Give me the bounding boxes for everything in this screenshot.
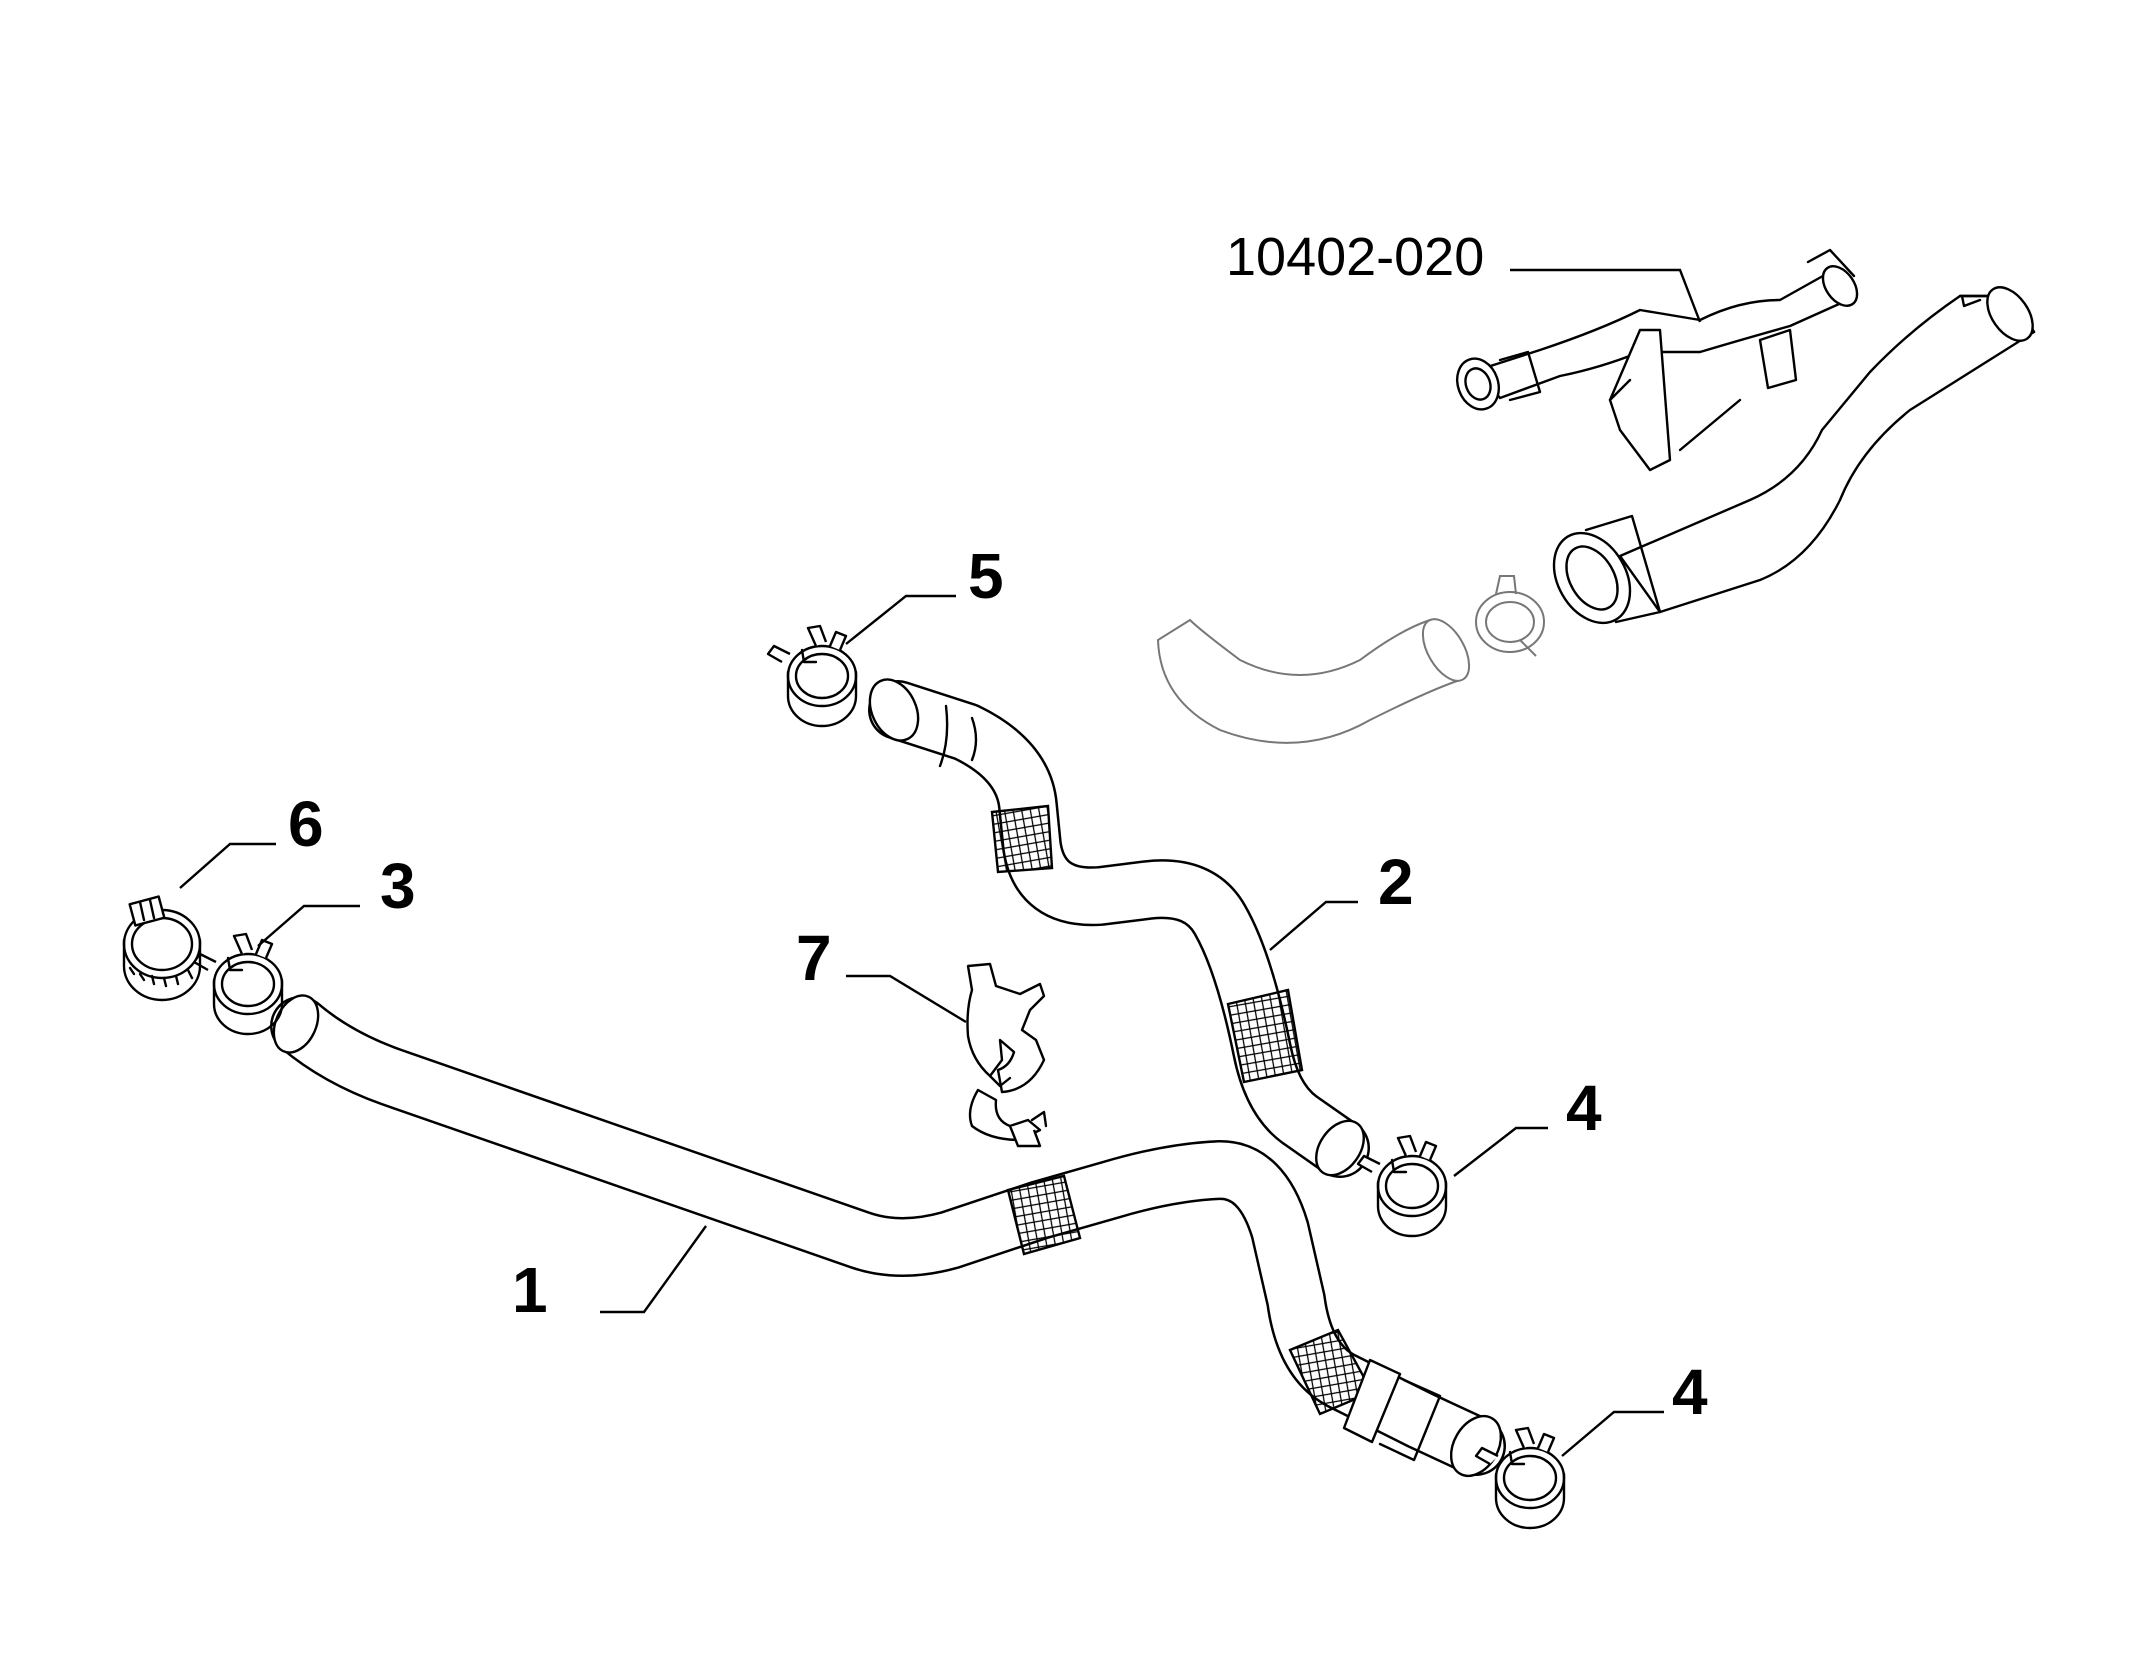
hose-1 [270, 994, 1506, 1478]
callout-4-lower: 4 [1672, 1356, 1708, 1428]
clamp-6 [122, 895, 202, 1002]
callout-7: 7 [796, 922, 832, 994]
callout-6: 6 [288, 788, 324, 860]
leader-5 [845, 594, 956, 645]
clamp-5 [766, 624, 858, 728]
hose-2 [868, 678, 1370, 1178]
leader-7 [846, 974, 967, 1024]
leader-ref [1510, 268, 1702, 323]
clip-7 [966, 962, 1048, 1148]
leader-4a [1453, 1126, 1548, 1177]
leader-2 [1269, 900, 1358, 951]
leader-4b [1561, 1410, 1664, 1457]
leader-1 [600, 1225, 707, 1314]
callout-4-upper: 4 [1566, 1072, 1602, 1144]
pipe-assembly-10402-020 [1156, 248, 2036, 744]
leader-6 [179, 842, 276, 889]
leader-3 [257, 904, 360, 947]
callout-3: 3 [380, 850, 416, 922]
callout-1: 1 [512, 1254, 548, 1326]
callout-2: 2 [1378, 846, 1414, 918]
ref-label: 10402-020 [1226, 227, 1484, 287]
callout-5: 5 [968, 540, 1004, 612]
clamp-4-upper [1356, 1134, 1448, 1238]
clamp-3 [192, 932, 284, 1036]
